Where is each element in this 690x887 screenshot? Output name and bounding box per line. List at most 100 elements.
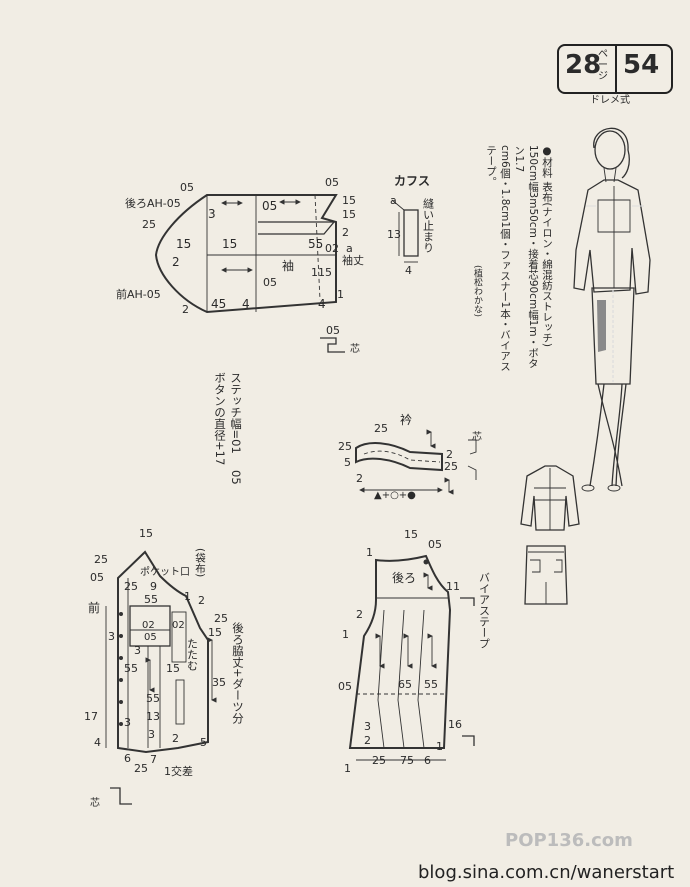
front-dim: 02 — [172, 620, 185, 631]
sleeve-dim: 2 — [172, 255, 180, 269]
front-pleat-label: たたむ — [186, 638, 199, 671]
back-dim: 75 — [400, 754, 414, 767]
jacket-flat-sketch — [520, 465, 580, 531]
back-dim: 25 — [372, 754, 386, 767]
front-dim: 55 — [144, 593, 158, 606]
back-dim: 65 — [398, 678, 412, 691]
front-title: 前 — [88, 600, 100, 615]
back-dim: 1 — [344, 762, 351, 775]
back-dim: 3 — [364, 720, 371, 733]
front-dim: 25 — [214, 612, 228, 625]
materials-line: 150cm幅3m50cm・接着芯90cm幅1m・ボタン1.7 — [513, 145, 539, 369]
button-note-line: ボタンの直径+17 — [213, 372, 227, 465]
front-dim: 05 — [90, 571, 104, 584]
front-dim: 15 — [208, 626, 222, 639]
front-dim: 55 — [146, 692, 160, 705]
collar-title: 衿 — [400, 412, 412, 427]
sleeve-dim: 02 — [325, 242, 339, 255]
back-dim: 6 — [424, 754, 431, 767]
skirt-flat-sketch — [524, 545, 568, 605]
sleeve-back-ah: 後ろAH-05 — [125, 196, 181, 210]
sleeve-dim: 55 — [308, 237, 323, 251]
front-dim: 5 — [200, 736, 207, 749]
sleeve-pattern — [154, 194, 345, 353]
front-dim: 25 — [94, 553, 108, 566]
front-dim: 3 — [134, 644, 141, 657]
collar-formula: ▲+○+● — [374, 490, 416, 501]
cuff-a: a — [390, 194, 397, 207]
front-dim: 25 — [134, 762, 148, 775]
sleeve-dim: 15 — [342, 194, 356, 207]
sleeve-dim: 15 — [222, 237, 237, 251]
back-dim: 15 — [404, 528, 418, 541]
materials-credit: (植松わかな) — [472, 265, 482, 318]
sleeve-dim: 05 — [262, 199, 277, 213]
front-dim: 7 — [150, 753, 157, 766]
front-side-note: 後ろ脇丈+ダーツ分 — [231, 621, 245, 724]
front-dim: 05 — [144, 632, 157, 643]
sleeve-dim: 15 — [176, 237, 191, 251]
pattern-number: 54 — [623, 50, 660, 80]
sleeve-dim: 2 — [182, 303, 189, 316]
collar-pattern — [355, 429, 477, 495]
materials-line: ●材料 表布(ナイロン・綿混紡ストレッチ) — [541, 145, 553, 348]
front-dim: 15 — [139, 527, 153, 540]
sleeve-dim: 4 — [242, 297, 250, 311]
collar-dim: 25 — [444, 460, 458, 473]
sleeve-dim: 05 — [326, 324, 340, 337]
collar-dim: 25 — [338, 440, 352, 453]
button-note-line: 05 — [229, 470, 243, 485]
materials-line: cm6個・1.8cm1個・ファスナー1本・バイアス — [499, 145, 511, 372]
back-dim: 55 — [424, 678, 438, 691]
front-dim: 4 — [94, 736, 101, 749]
back-title: 後ろ — [392, 571, 416, 585]
front-dim: 3 — [108, 630, 115, 643]
sleeve-dim: 05 — [325, 176, 339, 189]
back-dim: 16 — [448, 718, 462, 731]
front-dim: 15 — [166, 662, 180, 675]
front-dim: 3 — [124, 716, 131, 729]
sleeve-dim: 2 — [342, 226, 349, 239]
sleeve-length-label: 袖丈 — [342, 253, 364, 267]
badge-divider — [615, 46, 617, 92]
sleeve-dim: 45 — [211, 297, 226, 311]
front-dim: 9 — [150, 580, 157, 593]
front-dim: 17 — [84, 710, 98, 723]
front-bag-label: (袋布) — [194, 548, 206, 577]
front-dim: 02 — [142, 620, 155, 631]
materials-text: ●材料 表布(ナイロン・綿混紡ストレッチ) 150cm幅3m50cm・接着芯90… — [470, 145, 554, 375]
back-dim: 05 — [338, 680, 352, 693]
front-dim: 2 — [198, 594, 205, 607]
button-markers — [119, 612, 123, 726]
sleeve-shin-label: 芯 — [350, 342, 360, 355]
cuff-depth: 4 — [405, 264, 412, 277]
collar-dim: 2 — [446, 448, 453, 461]
sleeve-dim: 15 — [342, 208, 356, 221]
back-bias-label: バイアステープ — [478, 572, 491, 649]
collar-dim: 2 — [356, 472, 363, 485]
front-dim: 3 — [148, 728, 155, 741]
front-dim: 13 — [146, 710, 160, 723]
front-dim: 6 — [124, 752, 131, 765]
sleeve-dim: 05 — [263, 276, 277, 289]
cuff-note: 縫い止まり — [422, 197, 435, 253]
front-bodice-pattern — [105, 550, 217, 805]
collar-dim: 25 — [374, 422, 388, 435]
front-dim: 25 — [124, 580, 138, 593]
watermark-text: POP136.com — [505, 830, 633, 851]
front-dim: 55 — [124, 662, 138, 675]
page-number-badge: 28 ページ 54 — [557, 44, 673, 94]
sleeve-dim: 115 — [311, 266, 332, 279]
collar-shin: 芯 — [472, 430, 482, 443]
front-shin: 芯 — [90, 796, 100, 809]
front-pocket-label: ポケット口 — [140, 566, 190, 578]
back-dim: 2 — [364, 734, 371, 747]
materials-line: テープ。 — [485, 145, 497, 187]
back-dim: 1 — [342, 628, 349, 641]
sleeve-title: 袖 — [282, 258, 294, 273]
sleeve-dim: a — [346, 242, 353, 255]
method-subtitle: ドレメ式 — [590, 95, 630, 106]
back-dim: 1 — [366, 546, 373, 559]
front-dim: 35 — [212, 676, 226, 689]
